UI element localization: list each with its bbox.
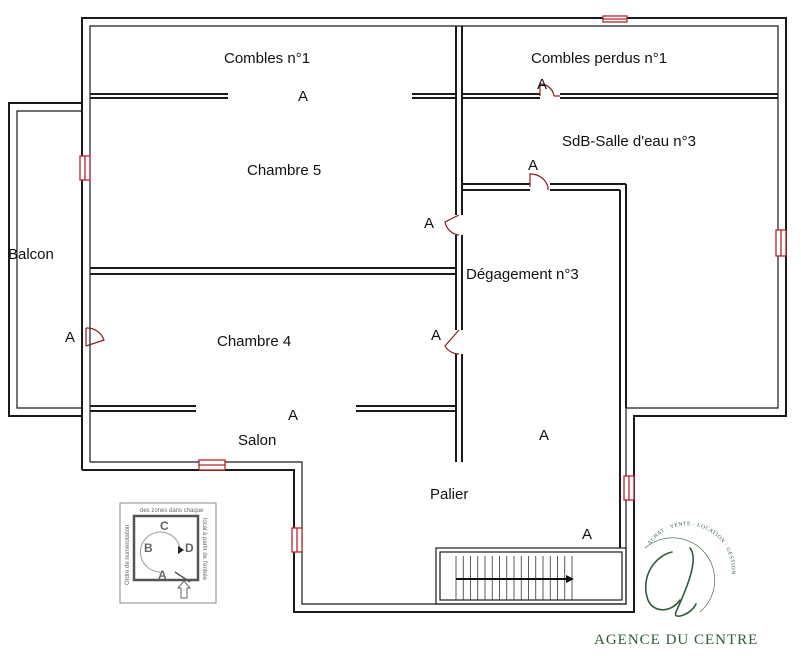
room-label-balcon: Balcon (8, 246, 54, 263)
legend-caption-top: des zones dans chaque (140, 508, 204, 514)
brand-name: AGENCE DU CENTRE (594, 632, 758, 648)
zone-marker: A (65, 329, 75, 346)
legend-letter-a: A (158, 568, 167, 582)
interior-walls (90, 26, 778, 605)
arrow-head-icon (566, 575, 574, 583)
legend-letter-c: C (160, 519, 169, 533)
room-label-sdb-salle-eau-3: SdB-Salle d'eau n°3 (562, 133, 696, 150)
room-label-combles-perdus-1: Combles perdus n°1 (531, 50, 667, 67)
stairs (455, 556, 574, 600)
room-label-degagement-3: Dégagement n°3 (466, 266, 579, 283)
legend-letter-d: D (185, 541, 194, 555)
zone-marker: A (424, 215, 434, 232)
zone-marker: A (537, 76, 547, 93)
legend-caption-right: local à partir de l'entrée (201, 518, 207, 581)
zone-marker: A (528, 157, 538, 174)
room-label-combles-1: Combles n°1 (224, 50, 310, 67)
zone-marker: A (431, 327, 441, 344)
zone-marker: A (298, 88, 308, 105)
monogram-icon (644, 547, 697, 617)
brand-tagline: ACHAT · VENTE · LOCATION · GESTION (647, 521, 736, 575)
entry-arrow-icon (176, 580, 192, 599)
room-label-chambre-5: Chambre 5 (247, 162, 321, 179)
legend-caption-left: Ordre de numérotation (125, 525, 131, 585)
agency-logo: ACHAT · VENTE · LOCATION · GESTION AGENC… (594, 521, 758, 648)
zone-marker: A (582, 526, 592, 543)
room-label-chambre-4: Chambre 4 (217, 333, 291, 350)
windows (79, 15, 787, 553)
room-label-salon: Salon (238, 432, 276, 449)
legend-letter-b: B (144, 541, 153, 555)
zone-marker: A (288, 407, 298, 424)
doors (85, 83, 560, 355)
room-label-palier: Palier (430, 486, 468, 503)
numbering-legend: des zones dans chaque Ordre de numérotat… (119, 502, 217, 604)
zone-marker: A (539, 427, 549, 444)
